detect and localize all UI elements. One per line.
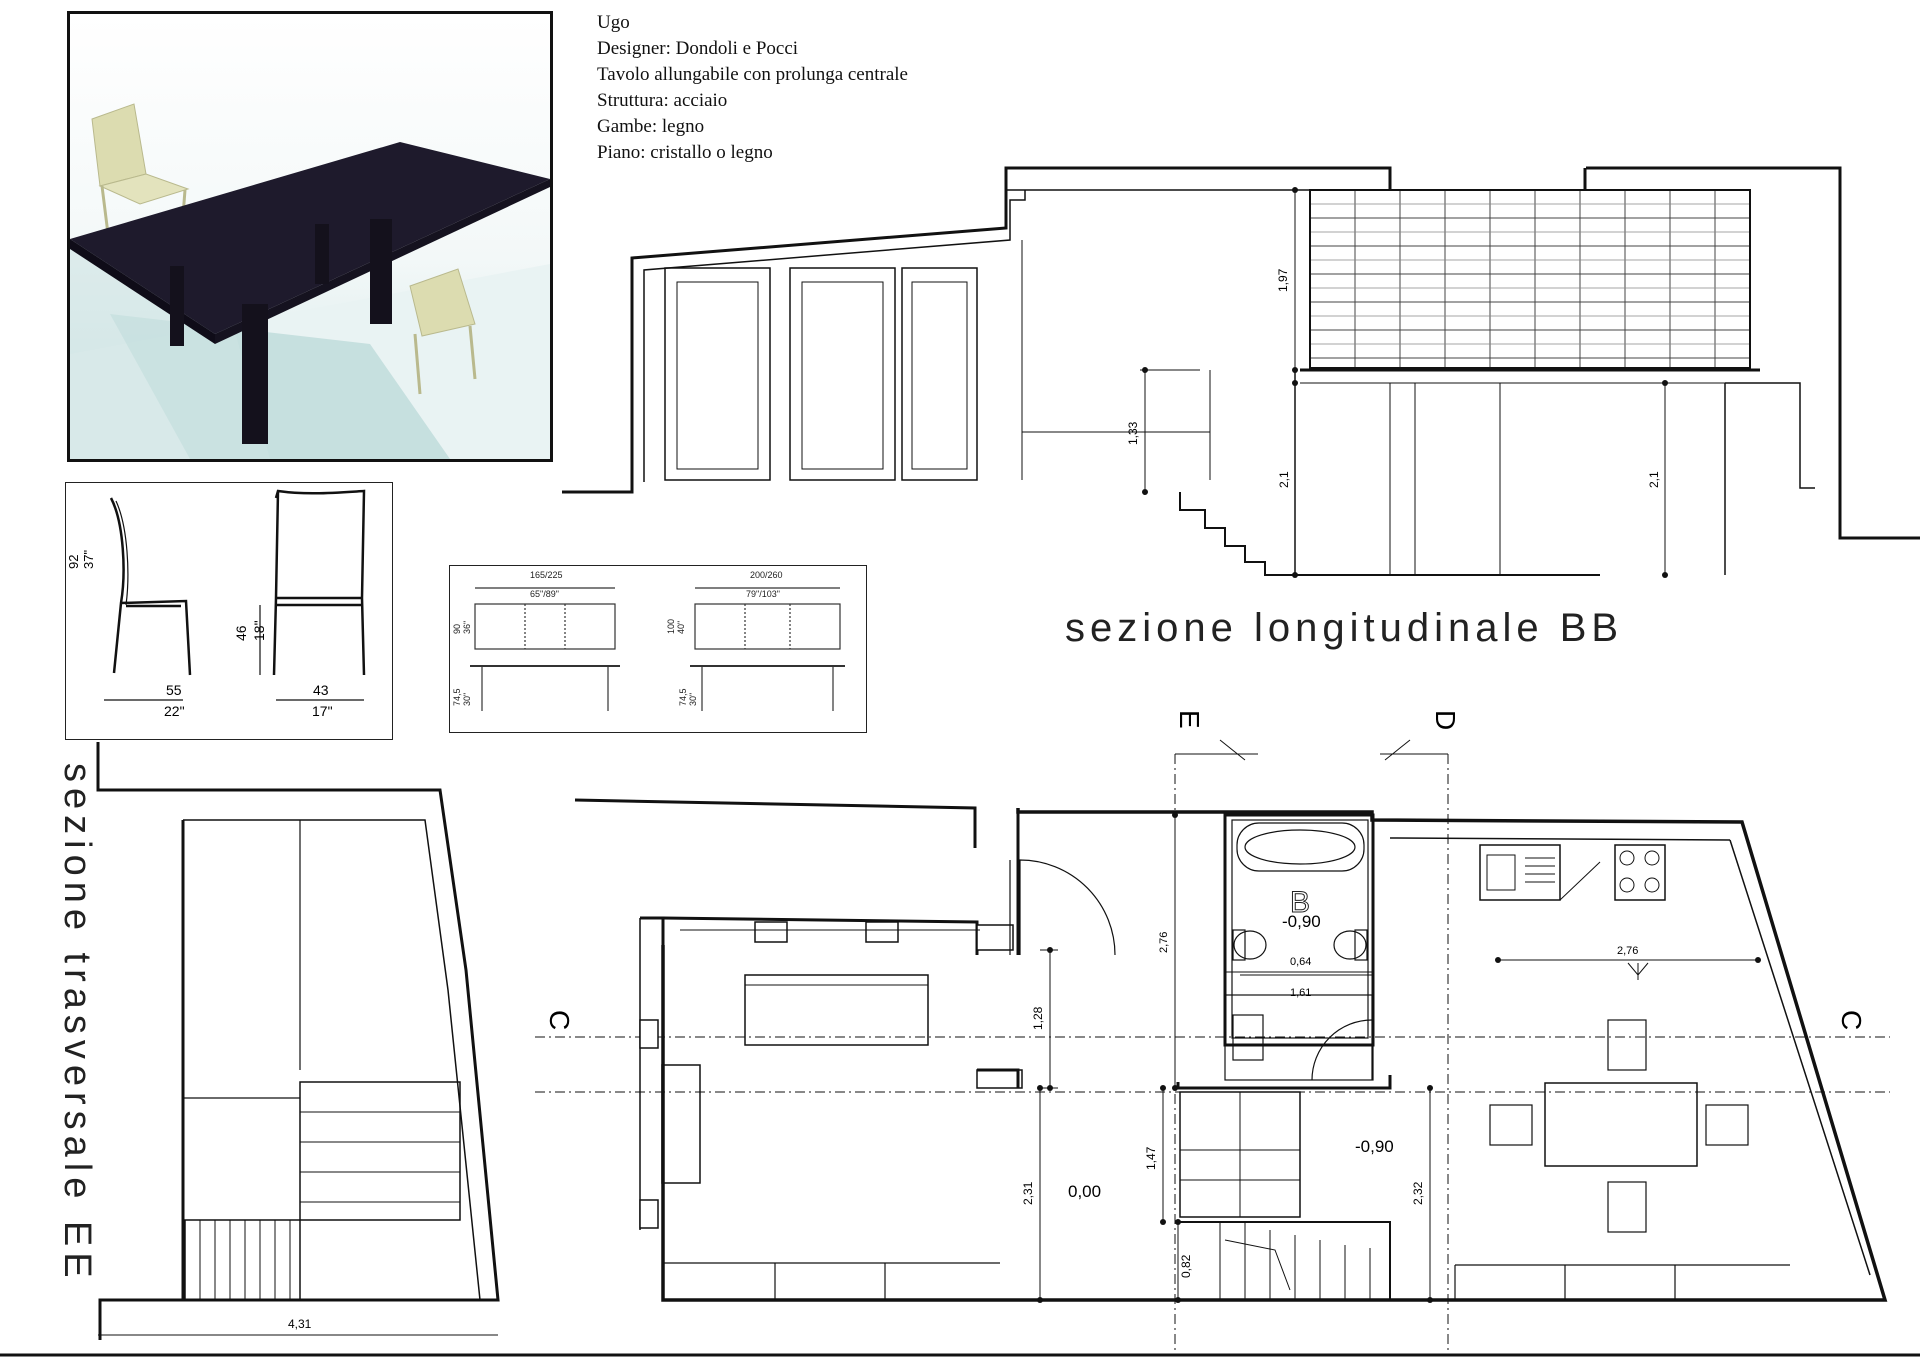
product-name: Ugo (597, 12, 630, 33)
product-designer: Designer: Dondoli e Pocci (597, 38, 799, 59)
plan-bathroom (1223, 813, 1375, 1047)
plan-toilet-2 (1333, 929, 1368, 961)
dim-082: 0,82 (1179, 1254, 1193, 1278)
table-small-len-cm: 165/225 (530, 570, 563, 580)
dim-232: 2,32 (1411, 1181, 1425, 1205)
dim-064: 0,64 (1290, 956, 1311, 968)
dim-147: 1,47 (1144, 1146, 1158, 1170)
plan-sink (1232, 1014, 1264, 1061)
bb-bookshelf (1309, 189, 1751, 369)
chair-front-view (272, 489, 366, 676)
cut-label-c-right: C (1836, 1010, 1867, 1030)
table-small-h-cm: 74,5 (452, 688, 462, 706)
ee-stair-upper (299, 1081, 461, 1221)
chair-left (91, 103, 190, 235)
level-000: 0,00 (1068, 1182, 1101, 1201)
plan-toilet-1 (1232, 929, 1267, 961)
floor-plan (535, 739, 1890, 1350)
table-small-width-cm: 90 (452, 624, 462, 634)
product-specs: Ugo Designer: Dondoli e Pocci Tavolo all… (597, 10, 908, 166)
chair-seat-cm: 46 (233, 625, 249, 641)
bb-door-2 (789, 267, 896, 481)
product-legs: Gambe: legno (597, 116, 705, 137)
plan-hob (1614, 844, 1666, 901)
dim-161: 1,61 (1290, 987, 1311, 999)
table-large-width-in: 40" (676, 621, 686, 634)
section-ee-title: sezione trasversale EE (56, 763, 98, 1284)
bath-level: -0,90 (1282, 912, 1321, 931)
table-large-len-cm: 200/260 (750, 570, 783, 580)
product-structure: Struttura: acciaio (597, 90, 728, 111)
cut-label-c-left: C (544, 1010, 575, 1030)
table-large-h-cm: 74,5 (678, 688, 688, 706)
dim-231: 2,31 (1021, 1181, 1035, 1205)
table-large-len-in: 79"/103" (746, 589, 780, 599)
product-top: Piano: cristallo o legno (597, 142, 773, 163)
plan-bathtub (1236, 822, 1365, 872)
table-illustration (70, 103, 550, 459)
table-dimensions-box: 165/225 65"/89" 90 36" 74,5 30" 200/260 … (449, 565, 867, 733)
section-ee-title-wrap: sezione trasversale EE (48, 763, 98, 1284)
table-top (70, 142, 550, 444)
table-large-h-in: 30" (688, 693, 698, 706)
bb-dim-197: 1,97 (1276, 268, 1290, 292)
chair-width-cm: 43 (313, 682, 329, 698)
ee-width-dim: 4,31 (288, 1317, 312, 1331)
dim-276-horizontal: 2,76 (1617, 945, 1638, 957)
dim-276-vertical: 2,76 (1158, 932, 1170, 953)
plan-dining-table (1544, 1082, 1698, 1167)
cut-label-d: D (1430, 710, 1461, 730)
bb-door-1 (664, 267, 771, 481)
bath-label: B (1290, 886, 1310, 919)
chair-side-view (109, 497, 192, 676)
table-small-width-in: 36" (462, 621, 472, 634)
table-large-plan (694, 603, 841, 650)
chair-seat-in: 18" (251, 620, 267, 641)
plan-sofa (744, 974, 929, 1046)
table-photo (67, 11, 553, 462)
ee-stair-lower (184, 1219, 301, 1301)
section-bb-title: sezione longitudinale BB (1065, 606, 1624, 650)
chair-height-in: 37" (81, 550, 96, 569)
plan-kitchen-sink (1479, 844, 1561, 901)
chair-dimensions-box: 92 37" 46 18" 55 22" 43 17" (65, 482, 393, 740)
section-bb (562, 166, 1920, 578)
cut-label-e: E (1174, 710, 1205, 729)
table-small-plan (474, 603, 616, 650)
product-description: Tavolo allungabile con prolunga centrale (597, 64, 908, 85)
chair-height-cm: 92 (66, 555, 81, 569)
table-small-len-in: 65"/89" (530, 589, 559, 599)
section-ee (0, 742, 1920, 1357)
bb-door-3 (901, 267, 978, 481)
table-large-width-cm: 100 (666, 619, 676, 634)
plan-tv-unit (661, 1064, 701, 1184)
plan-stair-lower (1219, 1222, 1371, 1300)
bb-stair (1179, 492, 1600, 576)
level-090: -0,90 (1355, 1137, 1394, 1156)
chair-depth-in: 22" (164, 703, 185, 719)
bb-dim-21b: 2,1 (1647, 471, 1661, 488)
bb-dim-133: 1,33 (1126, 421, 1140, 445)
chair-right (409, 268, 477, 395)
dim-128: 1,28 (1031, 1006, 1045, 1030)
chair-width-in: 17" (312, 703, 333, 719)
bb-dim-21a: 2,1 (1277, 471, 1291, 488)
table-small-h-in: 30" (462, 693, 472, 706)
chair-depth-cm: 55 (166, 682, 182, 698)
